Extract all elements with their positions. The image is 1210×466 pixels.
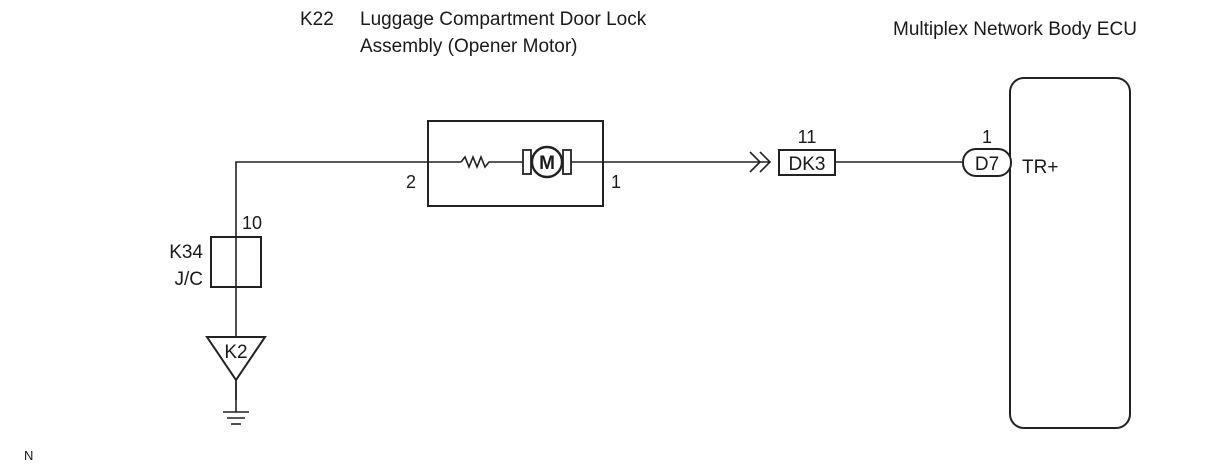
k22-pin-left: 2 — [406, 172, 416, 192]
motor-label: M — [539, 153, 555, 174]
k22-box — [427, 120, 604, 207]
k22-name-line1: Luggage Compartment Door Lock — [360, 9, 647, 30]
connector-chevron-icon — [749, 151, 772, 173]
k2-label: K2 — [224, 342, 247, 363]
motor-icon: M — [522, 145, 572, 179]
k22-code: K22 — [300, 9, 334, 30]
k34-type: J/C — [175, 269, 204, 290]
k34-code: K34 — [169, 242, 203, 263]
ground-icon — [223, 380, 249, 425]
k22-name-line2: Assembly (Opener Motor) — [360, 36, 578, 57]
ecu-body — [1009, 77, 1131, 429]
d7-pin: 1 — [982, 127, 992, 147]
resistor-symbol — [460, 154, 524, 170]
dk3-connector — [778, 149, 836, 176]
k2-ground-point — [205, 336, 267, 382]
ecu-terminal-label: TR+ — [1022, 157, 1058, 178]
d7-label: D7 — [975, 154, 999, 175]
k34-pin: 10 — [242, 213, 262, 233]
dk3-label: DK3 — [789, 154, 826, 175]
diagram-code: N — [24, 448, 33, 463]
ecu-title: Multiplex Network Body ECU — [893, 19, 1137, 40]
d7-connector — [962, 148, 1012, 177]
wire-ground-to-k22 — [235, 161, 461, 400]
dk3-pin: 11 — [798, 127, 817, 147]
k22-pin-right: 1 — [611, 172, 621, 192]
